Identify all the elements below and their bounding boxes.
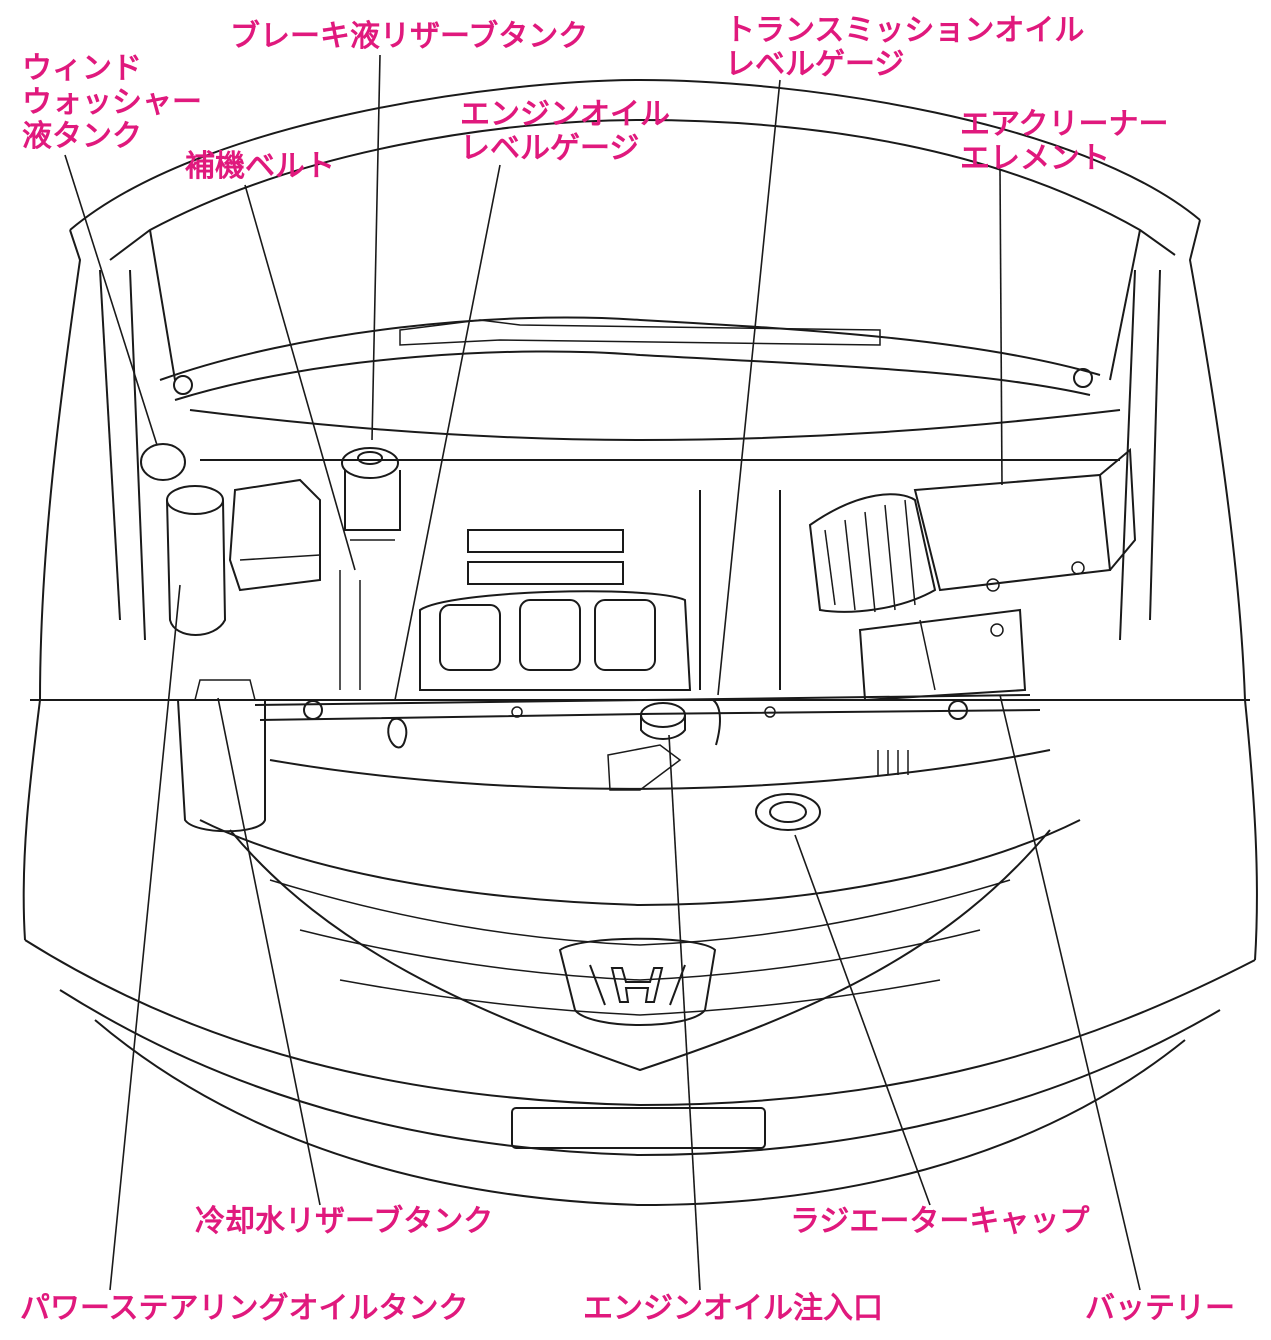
- label-coolant-reservoir-line1: 冷却水リザーブタンク: [195, 1204, 494, 1239]
- label-power-steering-tank-line1: パワーステアリングオイルタンク: [20, 1291, 469, 1326]
- label-engine-oil-gauge-line1: エンジンオイル: [460, 97, 670, 132]
- air-cleaner-box: [808, 447, 1137, 613]
- cowl-panel: [159, 316, 1121, 461]
- label-washer-tank-line3: 液タンク: [22, 119, 142, 154]
- label-washer-tank-line2: ウォッシャー: [22, 85, 202, 120]
- label-air-cleaner: エアクリーナー エレメント: [960, 108, 1169, 176]
- label-washer-tank-line1: ウィンド: [22, 51, 142, 86]
- label-engine-oil-gauge: エンジンオイル レベルゲージ: [460, 98, 670, 166]
- label-brake-reservoir-line1: ブレーキ液リザーブタンク: [230, 19, 589, 54]
- front-bumper: [24, 698, 1256, 1207]
- leader-lines: [64, 54, 1141, 1291]
- label-battery-line1: バッテリー: [1085, 1291, 1235, 1326]
- battery: [858, 608, 1027, 702]
- label-battery: バッテリー: [1085, 1292, 1235, 1326]
- label-aux-belt-line1: 補機ベルト: [185, 149, 335, 184]
- label-washer-tank: ウィンド ウォッシャー 液タンク: [22, 52, 202, 154]
- label-aux-belt: 補機ベルト: [185, 150, 335, 184]
- label-oil-filler-line1: エンジンオイル注入口: [583, 1291, 883, 1326]
- engine-cover: [339, 490, 781, 691]
- label-trans-oil-gauge-line1: トランスミッションオイル: [725, 13, 1085, 48]
- brake-reservoir: [341, 447, 401, 541]
- label-radiator-cap: ラジエーターキャップ: [790, 1205, 1089, 1239]
- fuse-box: [228, 478, 321, 592]
- label-brake-reservoir: ブレーキ液リザーブタンク: [230, 20, 588, 54]
- label-trans-oil-gauge: トランスミッションオイル レベルゲージ: [725, 14, 1084, 82]
- label-air-cleaner-line1: エアクリーナー: [960, 107, 1169, 142]
- label-oil-filler: エンジンオイル注入口: [583, 1292, 883, 1326]
- label-engine-oil-gauge-line2: レベルゲージ: [460, 131, 640, 166]
- label-air-cleaner-line2: エレメント: [960, 141, 1110, 176]
- front-panel: [254, 694, 1051, 831]
- body-sides: [22, 219, 1258, 961]
- coolant-tank: [176, 679, 266, 833]
- label-coolant-reservoir: 冷却水リザーブタンク: [195, 1205, 493, 1239]
- label-power-steering-tank: パワーステアリングオイルタンク: [20, 1292, 469, 1326]
- washer-tank: [140, 443, 227, 636]
- label-trans-oil-gauge-line2: レベルゲージ: [725, 47, 905, 82]
- label-radiator-cap-line1: ラジエーターキャップ: [790, 1204, 1090, 1239]
